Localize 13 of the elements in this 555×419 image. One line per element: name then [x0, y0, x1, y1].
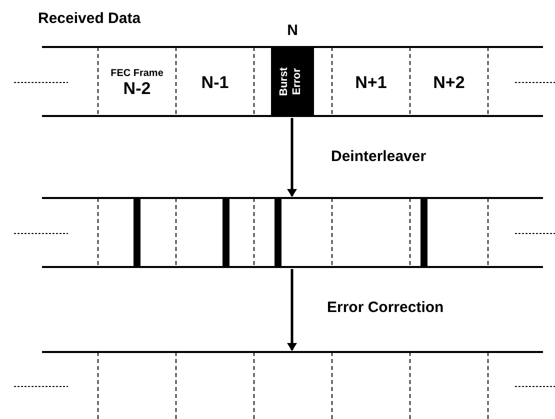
frame-caption: FEC Frame — [110, 68, 164, 78]
block-label: Burst Error — [278, 66, 304, 98]
frame-label: N+2 — [433, 73, 465, 93]
frame-label: N-1 — [201, 73, 229, 93]
arrow — [287, 118, 297, 197]
edge-label: Deinterleaver — [331, 148, 426, 165]
band-heading: Received Data — [38, 10, 141, 27]
frame-label: N+1 — [355, 73, 387, 93]
arrow — [287, 269, 297, 351]
burst-error-block — [271, 48, 314, 115]
edge-label: Error Correction — [327, 299, 444, 316]
frame-label: N — [286, 22, 299, 39]
frame-label: N-2 — [123, 78, 151, 98]
